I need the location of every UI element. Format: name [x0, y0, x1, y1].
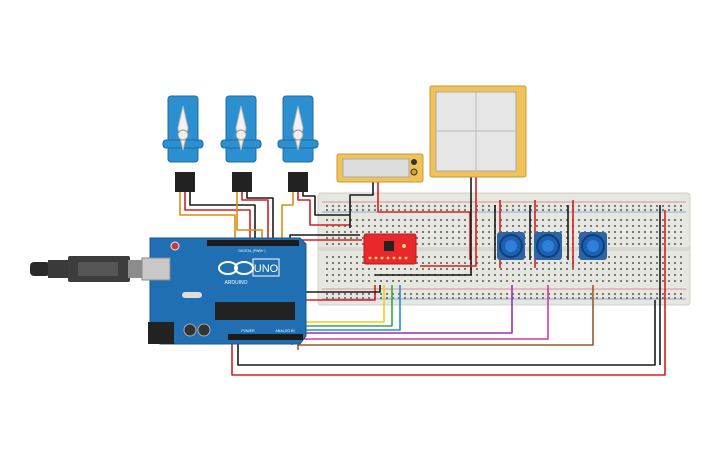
wire-servo2-black — [246, 192, 274, 248]
wire-brown — [297, 285, 594, 350]
arduino-logo-text: ARDUINO — [224, 280, 247, 286]
wire-servo1-red — [184, 192, 251, 248]
servo-1[interactable] — [162, 95, 204, 192]
arduino-uno[interactable]: UNO ARDUINO DIGITAL (PWM~) POWER ANALOG … — [141, 237, 307, 345]
lcd-module[interactable] — [336, 153, 424, 183]
sensor-pins — [368, 256, 408, 260]
wire-lcd-black — [349, 180, 374, 228]
wire-servo3-orange — [281, 192, 294, 248]
wire-servo1-orange — [179, 192, 236, 248]
servo-3[interactable] — [277, 95, 319, 192]
wire-servo2-red — [241, 192, 269, 248]
arduino-digital-label: DIGITAL (PWM~) — [238, 249, 265, 253]
wire-touch-black — [375, 176, 472, 276]
arduino-brand-text: UNO — [254, 263, 279, 275]
sensor-board[interactable] — [363, 233, 417, 265]
servo-2[interactable] — [220, 95, 262, 192]
arduino-power-label: POWER — [241, 329, 255, 333]
wire-power-red — [231, 210, 666, 376]
potentiometer-3[interactable] — [579, 232, 607, 260]
wires — [179, 176, 666, 376]
touch-panel[interactable] — [429, 85, 527, 178]
potentiometer-2[interactable] — [534, 232, 562, 260]
arduino-analog-label: ANALOG IN — [275, 329, 295, 333]
wire-servo1-black — [189, 192, 256, 248]
wire-lcd-red — [377, 180, 471, 260]
wire-servo3-red — [297, 192, 350, 226]
wire-power-black — [237, 300, 656, 366]
wire-servo3-black — [302, 192, 350, 216]
wire-touch-red — [420, 176, 477, 267]
potentiometer-1[interactable] — [497, 232, 525, 260]
